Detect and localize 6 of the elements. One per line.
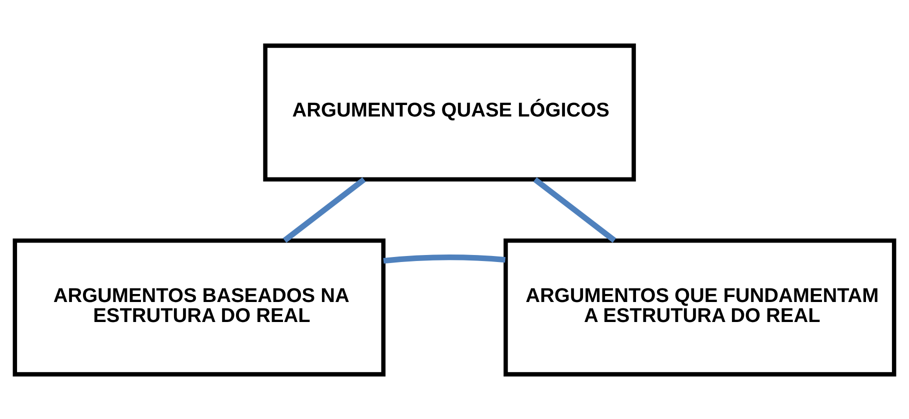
node-box: ARGUMENTOS QUE FUNDAMENTAM A ESTRUTURA DO REAL — [504, 238, 896, 376]
connector — [282, 176, 366, 242]
connector — [533, 176, 616, 242]
node-box: ARGUMENTOS QUASE LÓGICOS — [263, 43, 636, 182]
connector — [383, 254, 506, 264]
node-box: ARGUMENTOS BASEADOS NA ESTRUTURA DO REAL — [12, 238, 386, 376]
